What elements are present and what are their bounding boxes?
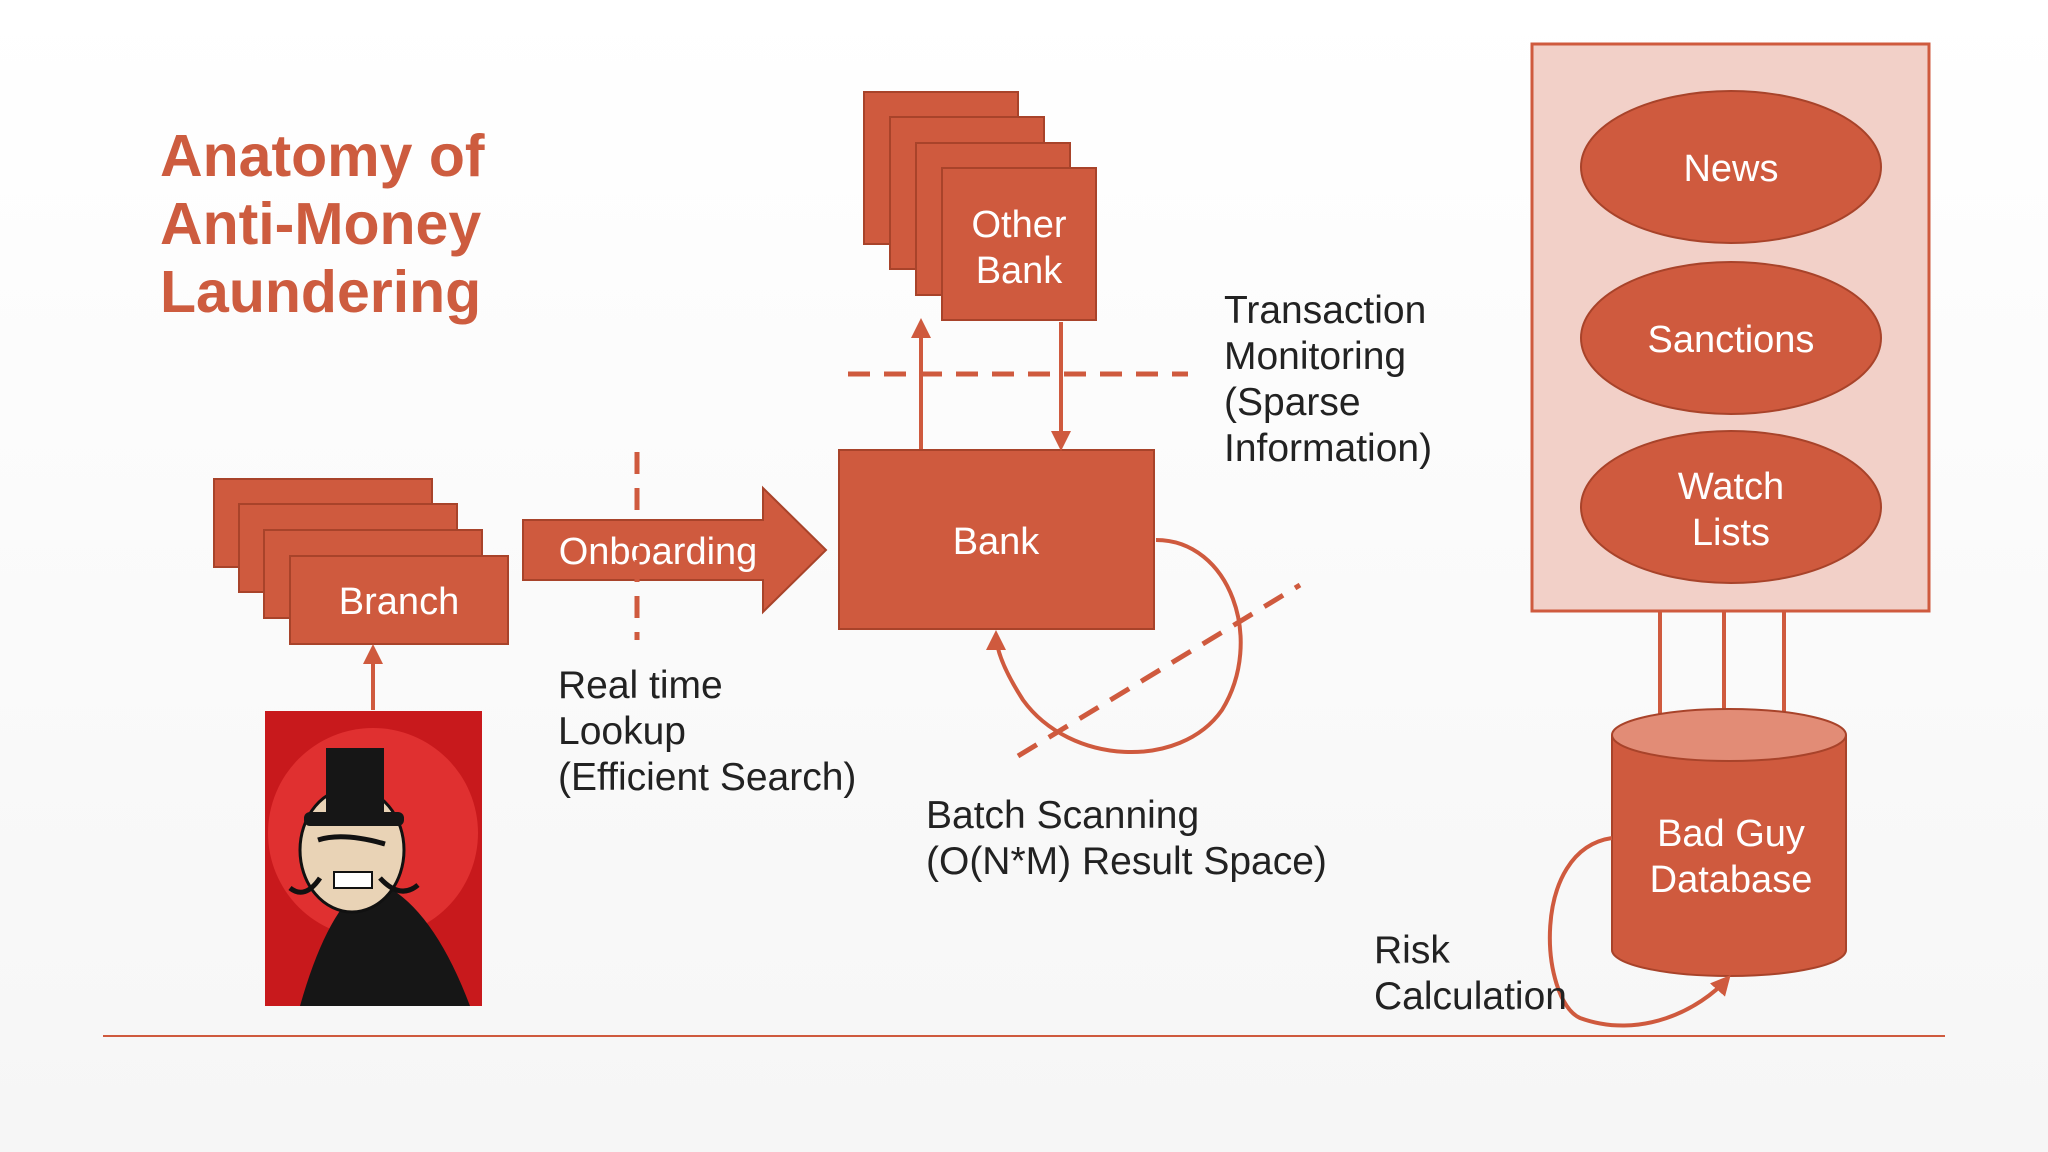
risk-loop-arrow [1547,836,1731,1028]
database-line-2: Database [1650,859,1813,901]
batch-divider [1016,582,1302,759]
database-line-1: Bad Guy [1657,813,1805,855]
bank-label: Bank [953,521,1041,563]
realtime-line-2: Lookup [558,710,686,753]
batch-line-2: (O(N*M) Result Space) [926,840,1327,883]
news-node: News [1580,90,1882,244]
title-line-2: Anti-Money [160,191,481,257]
risk-line-1: Risk [1374,929,1450,972]
branch-stack: Branch [213,478,509,645]
database-node: Bad Guy Database [1611,708,1847,977]
bank-node: Bank [838,449,1155,630]
realtime-label: Real time Lookup (Efficient Search) [558,664,856,799]
news-label: News [1683,148,1778,190]
transaction-line-2: Monitoring [1224,335,1406,378]
other-bank-stack: Other Bank [863,91,1097,321]
batch-line-1: Batch Scanning [926,794,1199,837]
transaction-line-1: Transaction [1224,289,1426,332]
watch-lists-line-2: Lists [1692,512,1770,554]
watch-lists-node: Watch Lists [1580,430,1882,584]
branch-label: Branch [339,581,459,623]
title-line-1: Anatomy of [160,123,485,189]
sanctions-node: Sanctions [1580,261,1882,415]
onboarding-label: Onboarding [559,531,758,573]
sources-panel: News Sanctions Watch Lists [1530,42,1931,613]
transaction-label: Transaction Monitoring (Sparse Informati… [1224,289,1432,470]
onboarding-arrow: Onboarding [522,485,828,615]
transaction-line-3: (Sparse [1224,381,1361,424]
transaction-line-4: Information) [1224,427,1432,470]
risk-label: Risk Calculation [1374,929,1567,1018]
title-line-3: Laundering [160,259,481,325]
realtime-line-3: (Efficient Search) [558,756,856,799]
batch-loop-arrow [986,538,1243,755]
slide-title: Anatomy of Anti-Money Laundering [160,123,485,325]
batch-label: Batch Scanning (O(N*M) Result Space) [926,794,1327,883]
sanctions-label: Sanctions [1648,319,1815,361]
realtime-line-1: Real time [558,664,723,707]
other-bank-line-2: Bank [976,250,1064,292]
risk-line-2: Calculation [1374,975,1567,1018]
watch-lists-line-1: Watch [1678,466,1784,508]
top-hat-villain-icon [265,711,482,1006]
other-bank-line-1: Other [971,204,1066,246]
